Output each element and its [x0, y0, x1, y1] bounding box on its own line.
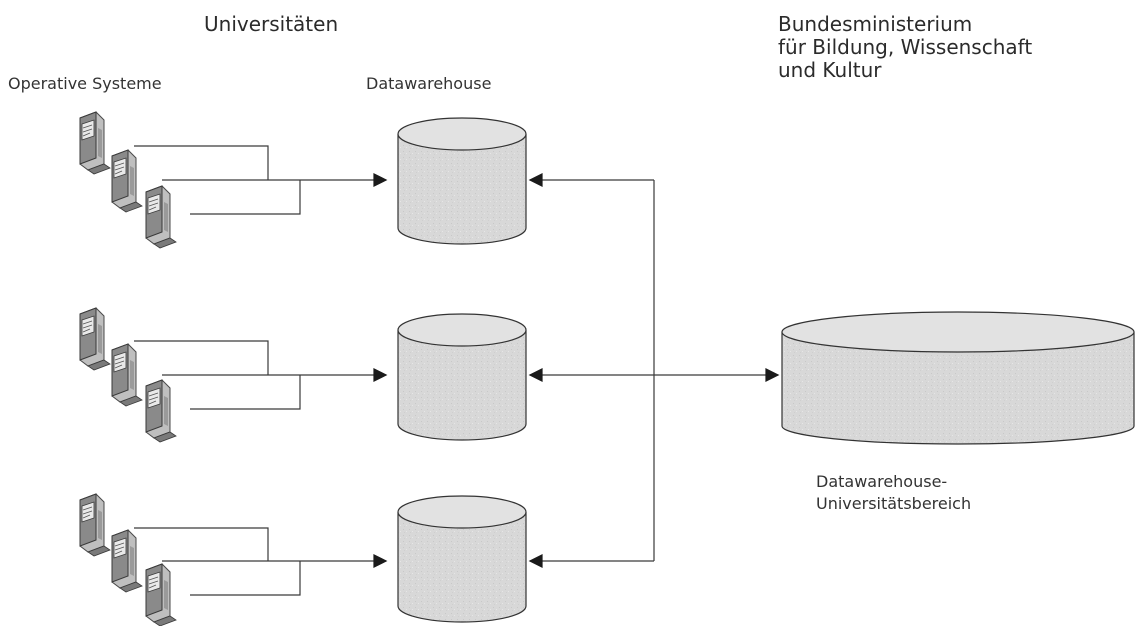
ministry-title-line2: für Bildung, Wissenschaft: [778, 35, 1033, 59]
computer-icon: [111, 149, 143, 213]
group-3-computers: [79, 493, 177, 626]
group-1-connectors: [134, 145, 388, 215]
computer-icon: [145, 563, 177, 626]
computer-icon: [79, 493, 111, 557]
central-dw-label-line2: Universitätsbereich: [816, 494, 972, 513]
computer-icon: [145, 185, 177, 249]
group-2-computers: [79, 307, 177, 443]
datawarehouse-label: Datawarehouse: [366, 74, 492, 93]
operative-systems-label: Operative Systeme: [8, 74, 162, 93]
group-1-computers: [79, 111, 177, 249]
universities-title: Universitäten: [204, 12, 339, 36]
ministry-title-line1: Bundesministerium: [778, 12, 973, 36]
group-3-connectors: [134, 527, 388, 596]
central-datawarehouse-cylinder: [781, 311, 1135, 445]
datawarehouse-cylinder-2: [397, 313, 527, 441]
datawarehouse-cylinder-1: [397, 117, 527, 245]
computer-icon: [111, 529, 143, 593]
computer-icon: [79, 111, 111, 175]
computer-icon: [111, 343, 143, 407]
ministry-connectors: [528, 173, 780, 568]
datawarehouse-cylinder-3: [397, 495, 527, 623]
computer-icon: [79, 307, 111, 371]
computer-icon: [145, 379, 177, 443]
ministry-title-line3: und Kultur: [778, 58, 882, 82]
group-2-connectors: [134, 340, 388, 410]
central-dw-label-line1: Datawarehouse-: [816, 472, 948, 491]
